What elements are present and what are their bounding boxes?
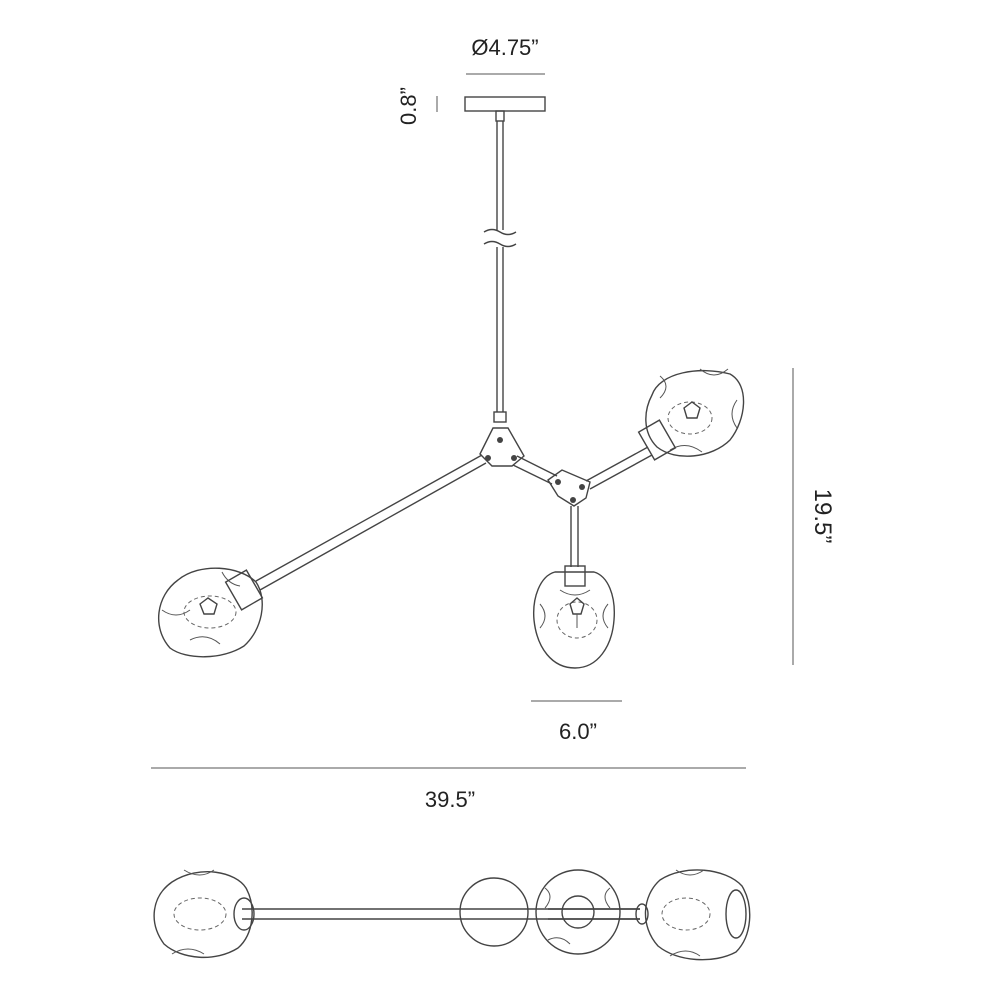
main-hub <box>479 427 525 467</box>
top-canopy <box>459 877 529 947</box>
top-left-shade <box>153 869 255 958</box>
stem-rod <box>483 121 517 423</box>
left-shade <box>158 567 264 658</box>
center-shade <box>533 565 615 669</box>
break-symbol-top <box>483 228 517 236</box>
overall-width-label: 39.5” <box>425 787 475 812</box>
front-view <box>158 96 745 669</box>
shade-width-dimension: 6.0” <box>531 700 622 744</box>
bulb-icon <box>199 597 218 615</box>
canopy-height-dimension: 0.8” <box>396 87 438 125</box>
secondary-hub <box>547 469 591 507</box>
canopy-height-label: 0.8” <box>396 87 421 125</box>
overall-width-dimension: 39.5” <box>151 767 746 812</box>
canopy-diameter-label: Ø4.75” <box>471 35 538 60</box>
top-right-shade <box>635 869 751 961</box>
upper-right-shade <box>637 368 745 461</box>
left-arm <box>255 454 487 591</box>
break-symbol-bottom <box>483 240 517 248</box>
right-branch <box>512 455 558 485</box>
upper-right-arm <box>585 446 653 490</box>
overall-height-dimension: 19.5” <box>792 368 836 665</box>
bulb-icon <box>569 597 585 615</box>
overall-height-label: 19.5” <box>809 489 836 544</box>
top-center-shade <box>535 869 640 955</box>
top-view <box>153 869 751 961</box>
shade-width-label: 6.0” <box>559 719 597 744</box>
canopy <box>464 96 546 122</box>
down-arm <box>570 506 579 567</box>
bulb-icon <box>683 401 701 419</box>
canopy-diameter-dimension: Ø4.75” <box>466 35 545 75</box>
